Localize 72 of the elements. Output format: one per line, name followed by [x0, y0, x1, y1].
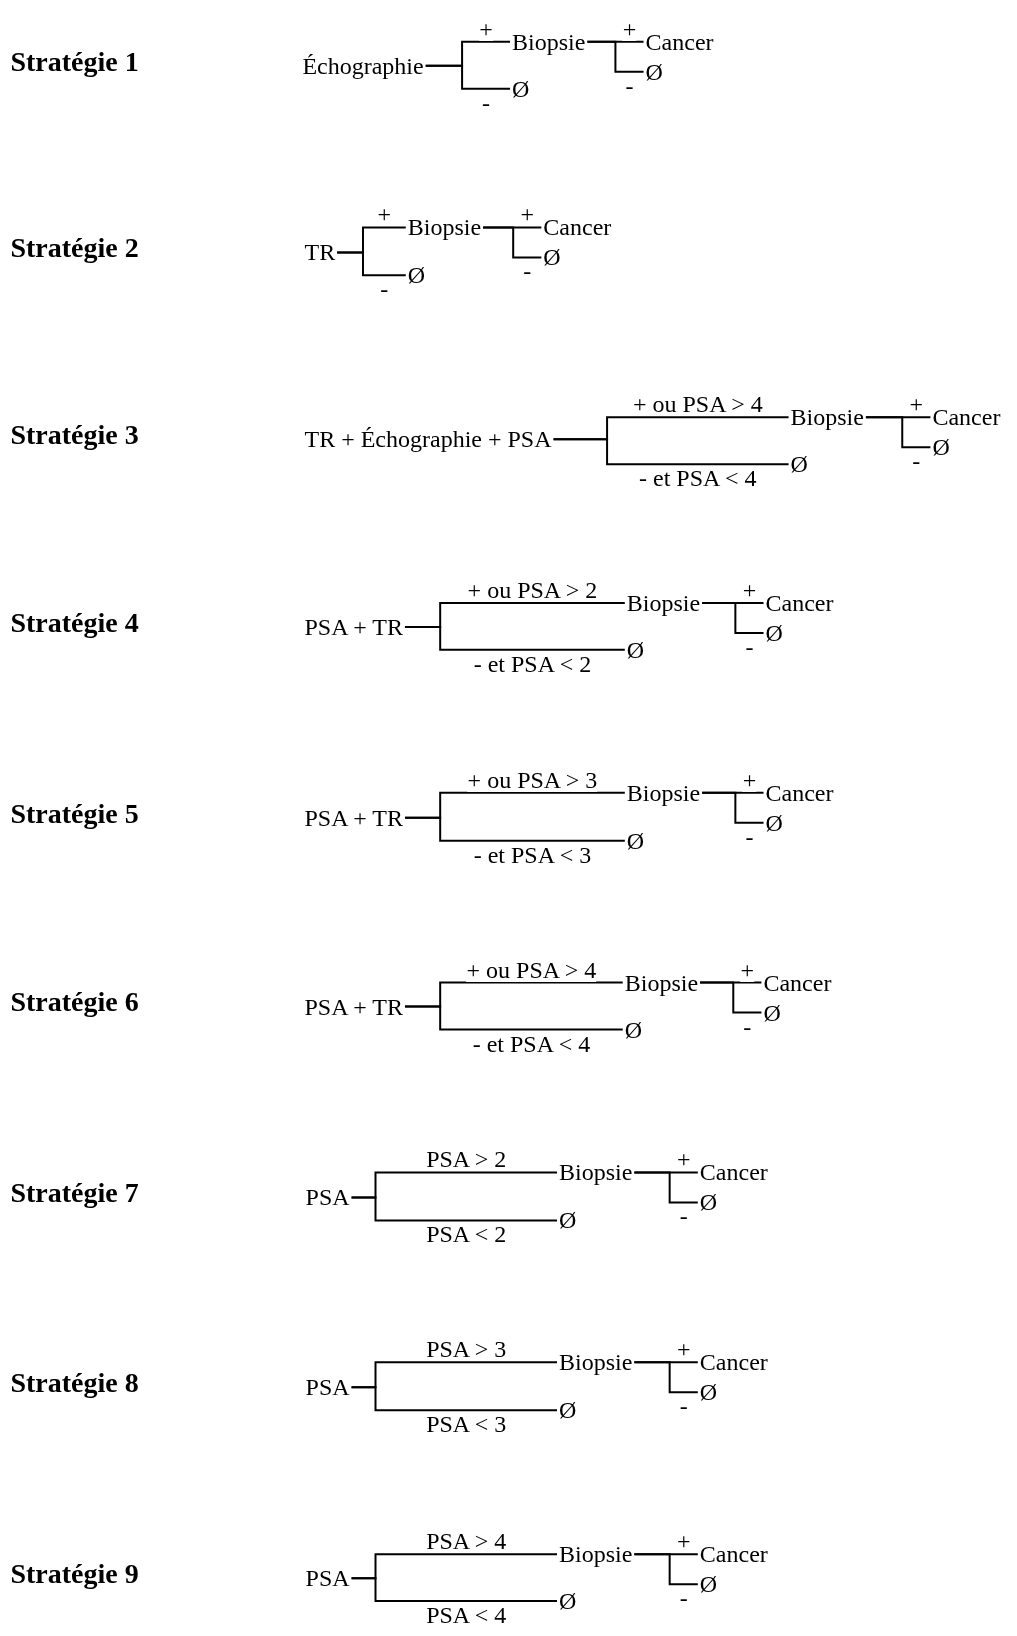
strategy-heading: Stratégie 5 [10, 799, 139, 828]
connector-line [403, 1005, 624, 1031]
tree-node-text: Ø [624, 637, 647, 662]
tree-node-text: Ø [405, 263, 428, 288]
tree-node-text: Cancer [763, 590, 836, 615]
tree-node-text: TR [302, 240, 338, 265]
connector-line [336, 251, 407, 277]
tree-node-text: Ø [761, 1000, 783, 1025]
tree-node-text: Biopsie [622, 970, 701, 995]
tree-node-text: Biopsie [624, 780, 703, 805]
connector-line [350, 1577, 558, 1603]
strategy-heading: Stratégie 8 [10, 1369, 139, 1398]
connector-line [350, 1196, 558, 1222]
tree-node-text: Échographie [300, 53, 426, 78]
connector-line [424, 64, 512, 90]
connector-line [701, 791, 765, 824]
tree-node-text: Biopsie [557, 1542, 635, 1567]
tree-node-text: PSA [303, 1375, 352, 1400]
tree-node-text: Cancer [697, 1160, 770, 1185]
tree-node-text: Ø [557, 1208, 579, 1233]
tree-node-text: Ø [697, 1190, 720, 1215]
tree-node-text: PSA [303, 1566, 352, 1591]
tree-node-text: Ø [763, 810, 785, 835]
strategy-heading: Stratégie 4 [10, 608, 139, 637]
connector-line [633, 1553, 699, 1586]
tree-node-text: Ø [510, 76, 532, 101]
tree-node-text: Ø [541, 245, 563, 270]
tree-node-text: Biopsie [405, 215, 484, 240]
tree-node-text: Biopsie [557, 1350, 635, 1375]
tree-node-text: Biopsie [557, 1160, 635, 1185]
tree-node-text: Ø [788, 452, 810, 477]
connector-line [586, 40, 645, 73]
tree-node-text: Cancer [763, 780, 836, 805]
tree-node-text: Cancer [541, 215, 614, 240]
tree-node-text: TR + Échographie + PSA [302, 427, 554, 452]
tree-node-text: Cancer [643, 29, 716, 54]
tree-node-text: Ø [697, 1380, 720, 1405]
tree-node-text: Cancer [930, 405, 1003, 430]
tree-node-text: PSA + TR [302, 994, 405, 1019]
strategy-heading: Stratégie 7 [10, 1179, 139, 1208]
strategy-heading: Stratégie 6 [10, 988, 139, 1017]
tree-node-text: PSA + TR [302, 614, 405, 639]
strategy-heading: Stratégie 2 [10, 234, 139, 263]
connector-line [633, 1171, 699, 1204]
tree-node-text: Cancer [761, 970, 834, 995]
tree-node-text: Cancer [697, 1350, 770, 1375]
connector-line [864, 416, 932, 449]
tree-node-text: PSA + TR [302, 805, 405, 830]
connector-line [633, 1361, 699, 1394]
strategy-heading: Stratégie 3 [10, 420, 139, 449]
tree-node-text: Ø [643, 59, 665, 84]
connector-line [482, 226, 543, 259]
tree-node-text: Cancer [697, 1542, 770, 1567]
tree-node-text: Biopsie [624, 590, 703, 615]
tree-node-text: Ø [697, 1572, 720, 1597]
connector-line [699, 981, 763, 1014]
tree-node-text: Ø [930, 435, 952, 460]
tree-node-text: Ø [624, 828, 647, 853]
tree-node-text: Biopsie [788, 405, 866, 430]
connector-line [701, 601, 765, 634]
connector-line [350, 1386, 558, 1412]
tree-node-text: Ø [763, 620, 785, 645]
tree-node-text: Ø [622, 1017, 645, 1042]
connector-line [403, 816, 626, 842]
connector-line [552, 438, 790, 466]
strategy-heading: Stratégie 1 [10, 47, 139, 76]
tree-node-text: Ø [557, 1589, 579, 1614]
connector-line [403, 625, 626, 651]
tree-node-text: PSA [303, 1185, 352, 1210]
tree-node-text: Ø [557, 1398, 579, 1423]
strategy-heading: Stratégie 9 [10, 1560, 139, 1588]
tree-node-text: Biopsie [510, 29, 588, 54]
